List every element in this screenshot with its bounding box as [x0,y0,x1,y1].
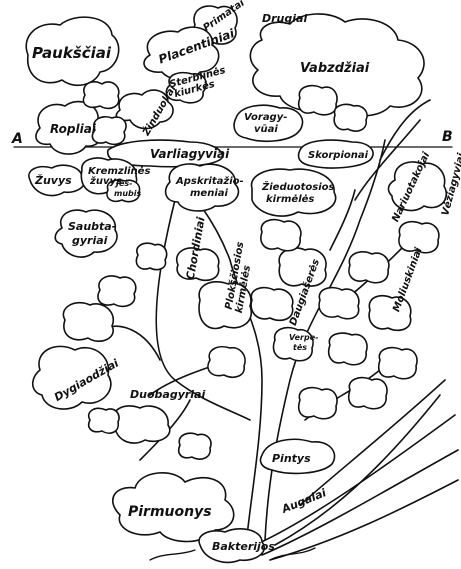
label-spiders-line1: Voragy- [244,112,287,123]
label-scorpions: Skorpionai [308,150,369,161]
label-spiders-line2: vūai [254,124,278,135]
marker-a: A [11,131,23,147]
label-plants: Augalai [279,486,328,516]
label-ganoid-fish: Žuvys [34,173,72,187]
label-reptiles: Ropliai [50,122,97,136]
label-hemichordates: Duobagyriai [130,388,205,401]
arthropod-cluster [234,14,446,283]
label-cyclostomes-line2: meniai [190,188,228,199]
label-sponges: Pintys [272,452,311,465]
label-lancelets-line1: Saubta- [68,220,116,233]
label-lancelets-line2: gyriai [72,234,108,247]
label-cartilage-line4: mubis [114,189,142,198]
label-annelids-line1: Žieduotosios [261,179,335,193]
label-insects: Vabzdžiai [300,61,370,76]
label-cyclostomes-line1: Apskritažio- [175,175,244,187]
label-birds: Paukščiai [32,44,112,62]
label-nemerteans-line2: tės [293,343,307,352]
marker-b: B [442,129,453,145]
label-nemerteans-line1: Verpe- [289,333,318,342]
label-bacteria: Bakterijos [212,540,275,553]
label-amphibians: Varliagyviai [150,147,230,161]
label-cartilage-line3: Ješ- [114,178,132,188]
label-bugs: Drugiai [262,12,307,25]
label-protists: Pirmuonys [128,504,212,520]
label-annelids-line2: kirmėlės [266,194,314,205]
